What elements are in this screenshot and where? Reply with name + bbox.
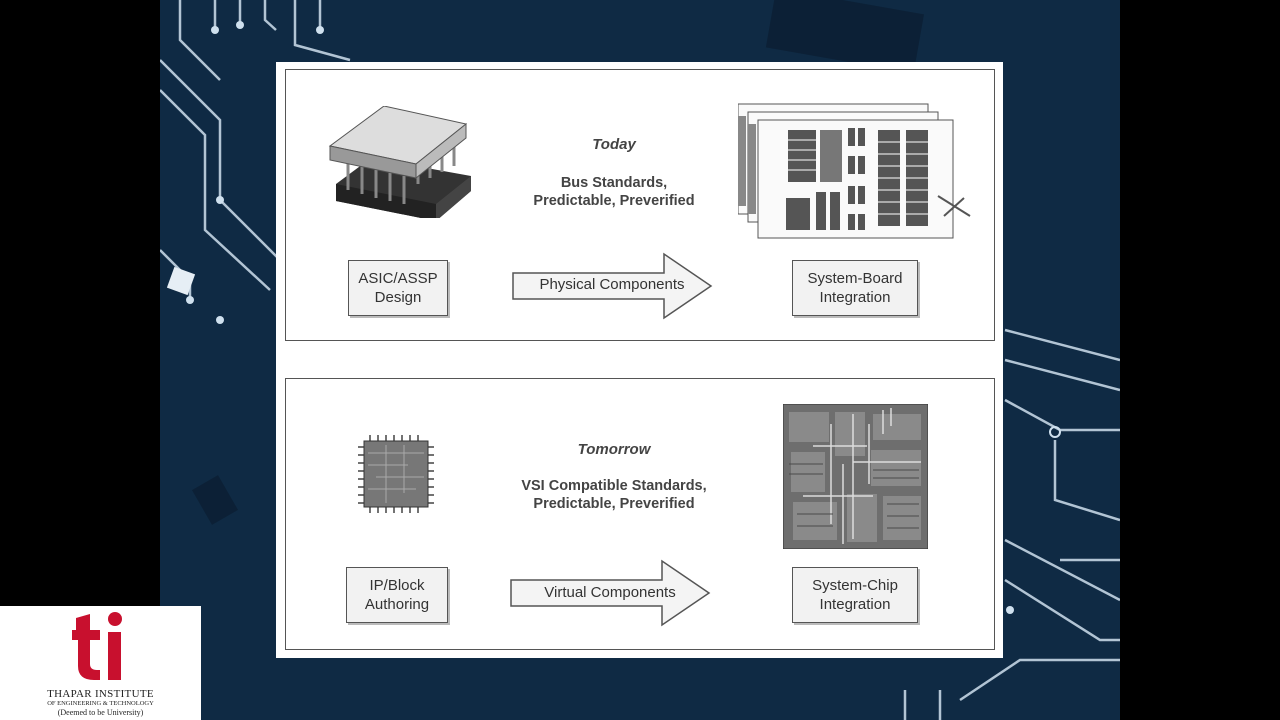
today-label: Today <box>592 136 636 153</box>
asic-assp-design-line2: Design <box>374 289 422 306</box>
today-standards-line2: Predictable, Preverified <box>533 193 695 209</box>
tomorrow-label: Tomorrow <box>577 441 651 458</box>
physical-components-label: Physical Components <box>539 276 685 293</box>
ip-block-chip-illustration <box>358 435 434 513</box>
system-chip-integration-line2: Integration <box>819 596 891 613</box>
ti-logo-mark <box>72 612 122 680</box>
system-board-integration-line2: Integration <box>819 289 891 306</box>
system-board-integration-box: System-Board Integration <box>792 260 918 316</box>
institute-name-line3: (Deemed to be University) <box>57 708 144 717</box>
system-chip-integration-line1: System-Chip <box>812 577 898 594</box>
today-panel: Today Bus Standards, Predictable, Prever… <box>285 69 995 341</box>
circuit-boards-illustration <box>738 103 971 239</box>
system-chip-integration-box: System-Chip Integration <box>792 567 918 623</box>
institute-name-line2: OF ENGINEERING & TECHNOLOGY <box>47 700 154 707</box>
ic-package-illustration <box>328 106 471 218</box>
tomorrow-panel: Tomorrow VSI Compatible Standards, Predi… <box>285 378 995 650</box>
system-board-integration-line1: System-Board <box>807 270 903 287</box>
ip-block-authoring-line2: Authoring <box>364 596 430 613</box>
tomorrow-standards-line1: VSI Compatible Standards, <box>521 478 707 494</box>
asic-assp-design-box: ASIC/ASSP Design <box>348 260 448 316</box>
slide: Today Bus Standards, Predictable, Prever… <box>276 62 1003 658</box>
system-chip-die-illustration <box>783 404 928 549</box>
tomorrow-standards-line2: Predictable, Preverified <box>533 496 695 512</box>
physical-components-arrow <box>512 252 713 320</box>
institute-logo: THAPAR INSTITUTE OF ENGINEERING & TECHNO… <box>0 606 201 720</box>
institute-name-line1: THAPAR INSTITUTE <box>47 688 154 700</box>
circuit-traces <box>160 0 1120 720</box>
ip-block-authoring-line1: IP/Block <box>369 577 425 594</box>
virtual-components-label: Virtual Components <box>544 584 676 601</box>
asic-assp-design-line1: ASIC/ASSP <box>358 270 438 287</box>
ip-block-authoring-box: IP/Block Authoring <box>346 567 448 623</box>
today-standards-line1: Bus Standards, <box>560 175 668 191</box>
virtual-components-arrow <box>510 559 711 627</box>
